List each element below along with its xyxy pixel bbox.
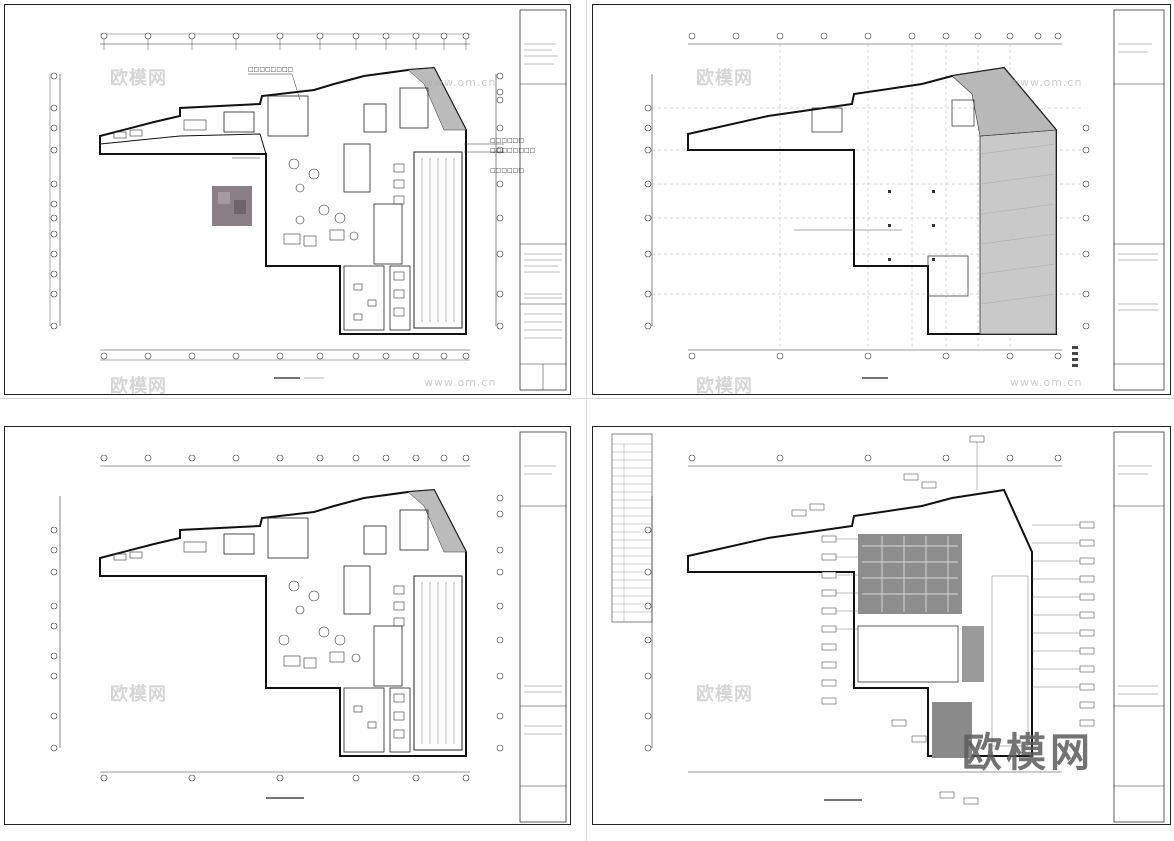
svg-text:□□□□□□□□: □□□□□□□□ [248,66,293,73]
svg-text:□□□□□□: □□□□□□ [490,167,524,174]
layout-plan-drawing [4,426,571,825]
ceiling-plan-drawing [592,426,1171,825]
svg-text:□□□□□□: □□□□□□ [490,137,524,144]
drawing-sheet-demolition-plan [592,4,1172,396]
drawing-sheet-layout-plan [4,426,584,826]
drawing-sheet-ceiling-plan [592,426,1172,826]
floor-plan-drawing: □□□□□□□□ □□□□□□ □□□□□□□□ □□□□□□ [4,4,571,395]
drawing-sheet-furniture-plan: □□□□□□□□ □□□□□□ □□□□□□□□ □□□□□□ [4,4,584,396]
svg-text:□□□□□□□□: □□□□□□□□ [490,147,535,154]
sheet-divider-horizontal [0,398,1174,399]
sheet-divider-vertical [586,0,587,841]
demolition-plan-drawing [592,4,1171,395]
